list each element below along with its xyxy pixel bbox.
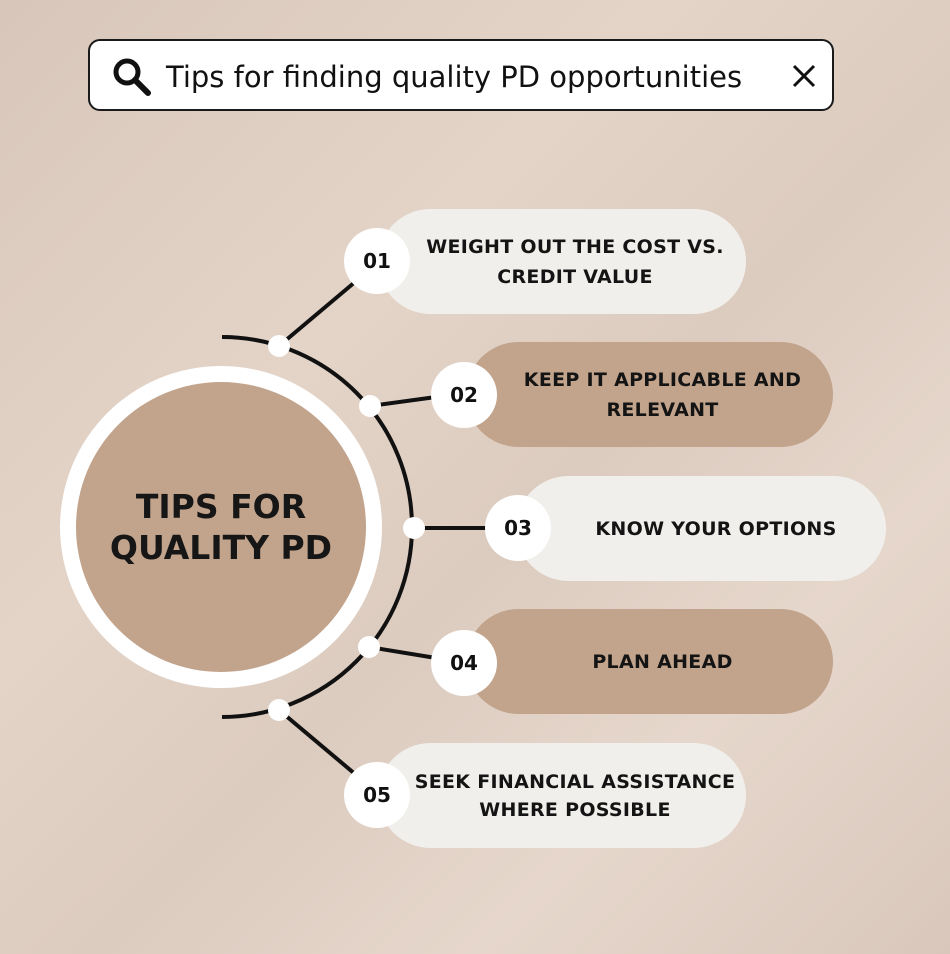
hub-circle: TIPS FOR QUALITY PD: [76, 382, 366, 672]
tip-number-badge: 01: [344, 228, 410, 294]
tip-item-02: KEEP IT APPLICABLE AND RELEVANT: [466, 342, 833, 447]
connector-node: [268, 699, 290, 721]
tip-number-badge: 04: [431, 630, 497, 696]
tip-text: KEEP IT APPLICABLE AND RELEVANT: [523, 368, 802, 421]
connector-node: [268, 335, 290, 357]
connector-node: [358, 636, 380, 658]
connector-node: [403, 517, 425, 539]
tip-item-01: WEIGHT OUT THE COST VS. CREDIT VALUE: [378, 209, 746, 314]
search-bar[interactable]: Tips for finding quality PD opportunitie…: [88, 39, 834, 111]
tip-text: PLAN AHEAD: [592, 650, 733, 673]
tip-number-badge: 03: [485, 495, 551, 561]
tip-item-04: PLAN AHEAD: [466, 609, 833, 714]
tip-number-badge: 02: [431, 362, 497, 428]
hub-title: TIPS FOR QUALITY PD: [109, 487, 333, 567]
search-query[interactable]: Tips for finding quality PD opportunitie…: [166, 60, 743, 94]
close-icon[interactable]: [790, 62, 818, 90]
tip-number-badge: 05: [344, 762, 410, 828]
connector-node: [359, 395, 381, 417]
tip-text: KNOW YOUR OPTIONS: [595, 517, 837, 540]
tip-text: SEEK FINANCIAL ASSISTANCE WHERE POSSIBLE: [414, 770, 736, 821]
tip-item-03: KNOW YOUR OPTIONS: [516, 476, 886, 581]
tip-item-05: SEEK FINANCIAL ASSISTANCE WHERE POSSIBLE: [378, 743, 746, 848]
search-icon: [113, 58, 151, 96]
tip-text: WEIGHT OUT THE COST VS. CREDIT VALUE: [426, 235, 724, 288]
